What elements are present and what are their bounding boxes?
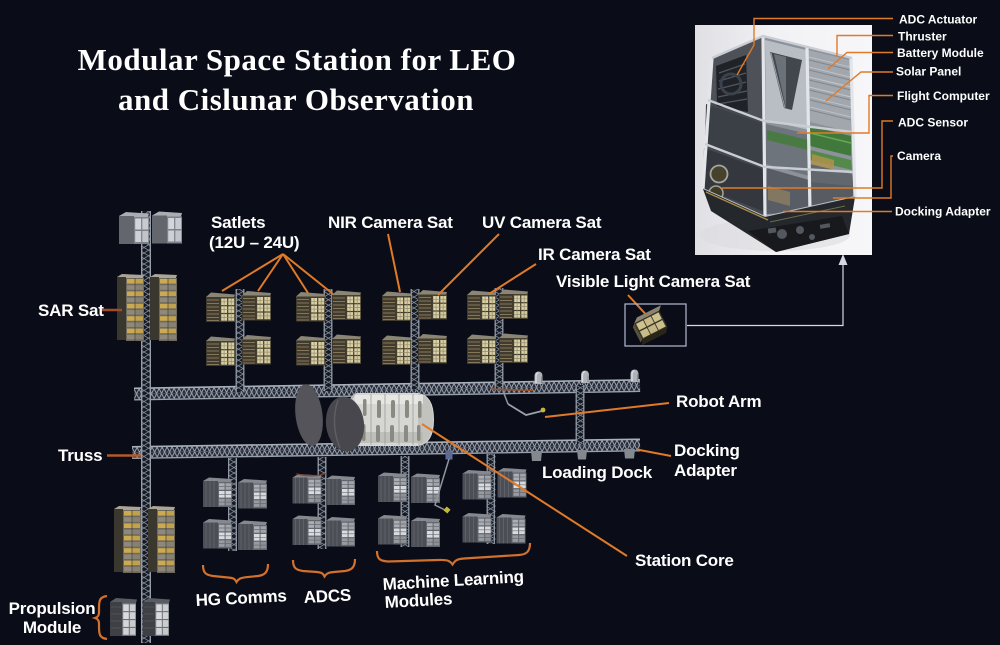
- svg-text:ADCS: ADCS: [303, 586, 351, 607]
- svg-text:Machine Learning: Machine Learning: [382, 567, 524, 594]
- svg-text:Docking Adapter: Docking Adapter: [895, 205, 991, 219]
- svg-text:Camera: Camera: [897, 149, 941, 163]
- svg-text:UV Camera Sat: UV Camera Sat: [482, 213, 602, 232]
- svg-text:Flight Computer: Flight Computer: [897, 89, 990, 103]
- svg-text:HG Comms: HG Comms: [195, 586, 287, 610]
- svg-text:Thruster: Thruster: [898, 30, 947, 44]
- svg-text:ADC Sensor: ADC Sensor: [898, 116, 968, 130]
- svg-text:IR Camera Sat: IR Camera Sat: [538, 245, 651, 264]
- svg-text:Solar Panel: Solar Panel: [896, 65, 961, 79]
- svg-text:NIR Camera Sat: NIR Camera Sat: [328, 213, 453, 232]
- svg-text:Module: Module: [23, 618, 81, 637]
- svg-text:ADC Actuator: ADC Actuator: [899, 13, 978, 27]
- svg-text:Battery Module: Battery Module: [897, 46, 984, 60]
- svg-text:Modules: Modules: [384, 589, 453, 612]
- svg-text:Propulsion: Propulsion: [9, 599, 96, 618]
- svg-text:Modular Space Station for LEO: Modular Space Station for LEO: [78, 42, 517, 77]
- svg-text:Docking: Docking: [674, 441, 740, 460]
- svg-text:Loading Dock: Loading Dock: [542, 463, 653, 482]
- svg-text:Adapter: Adapter: [674, 461, 737, 480]
- svg-text:Visible Light Camera Sat: Visible Light Camera Sat: [556, 272, 751, 291]
- svg-text:Satlets: Satlets: [211, 213, 265, 232]
- svg-text:Robot Arm: Robot Arm: [676, 392, 761, 411]
- svg-text:Station Core: Station Core: [635, 551, 734, 570]
- svg-text:and Cislunar Observation: and Cislunar Observation: [118, 82, 474, 117]
- svg-text:Truss: Truss: [58, 446, 102, 465]
- svg-text:SAR Sat: SAR Sat: [38, 301, 104, 320]
- svg-text:(12U – 24U): (12U – 24U): [209, 233, 299, 252]
